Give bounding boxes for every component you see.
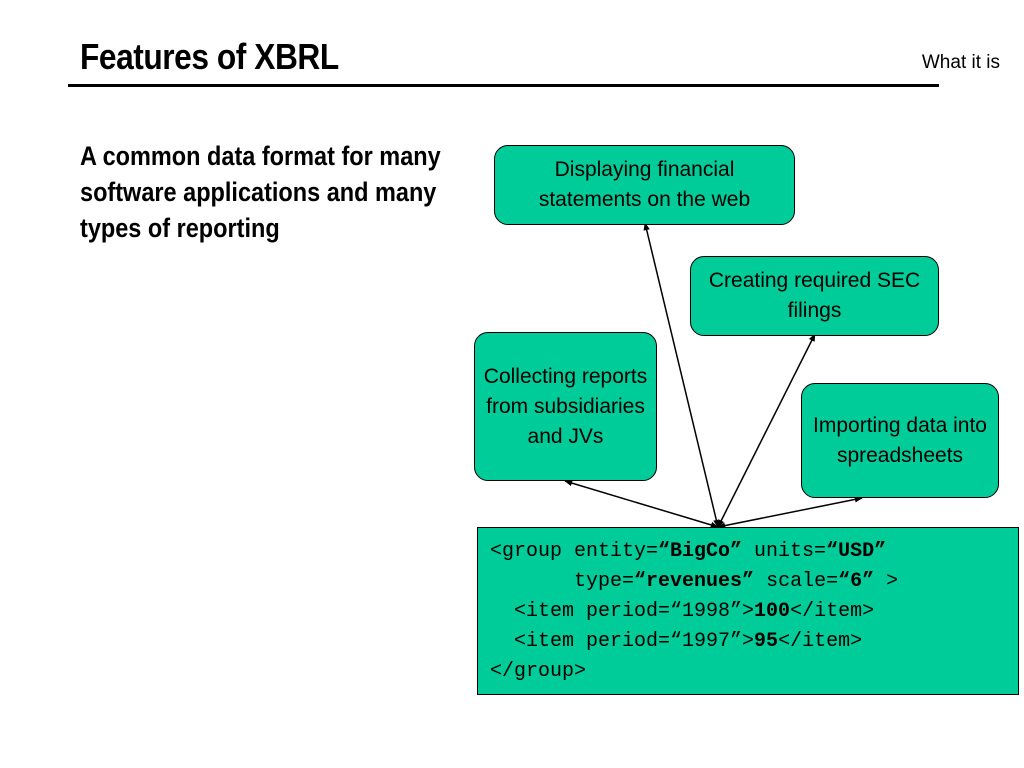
xbrl-code-sample: <group entity=“BigCo” units=“USD” type=“… [477,527,1019,695]
page-title: Features of XBRL [80,36,339,77]
box-collecting-reports: Collecting reports from subsidiaries and… [474,332,657,481]
code-line-2: type=“revenues” scale=“6” > [490,570,899,593]
main-heading: A common data format for many software a… [80,141,441,243]
code-line-5: </group> [490,660,587,683]
box-sec-filings: Creating required SEC filings [690,256,939,336]
arrow-to-collect-box [564,480,719,528]
arrow-to-import-box [717,496,863,529]
code-line-4: <item period=“1997”>95</item> [490,630,863,653]
arrow-to-sec-box [717,333,816,528]
arrow-to-web-box [643,222,720,528]
code-line-1: <group entity=“BigCo” units=“USD” [490,540,887,563]
code-line-3: <item period=“1998”>100</item> [490,600,875,623]
title-divider [68,84,939,87]
section-label: What it is [921,52,1000,73]
box-displaying-statements: Displaying financial statements on the w… [494,145,795,225]
box-importing-data: Importing data into spreadsheets [801,383,999,498]
